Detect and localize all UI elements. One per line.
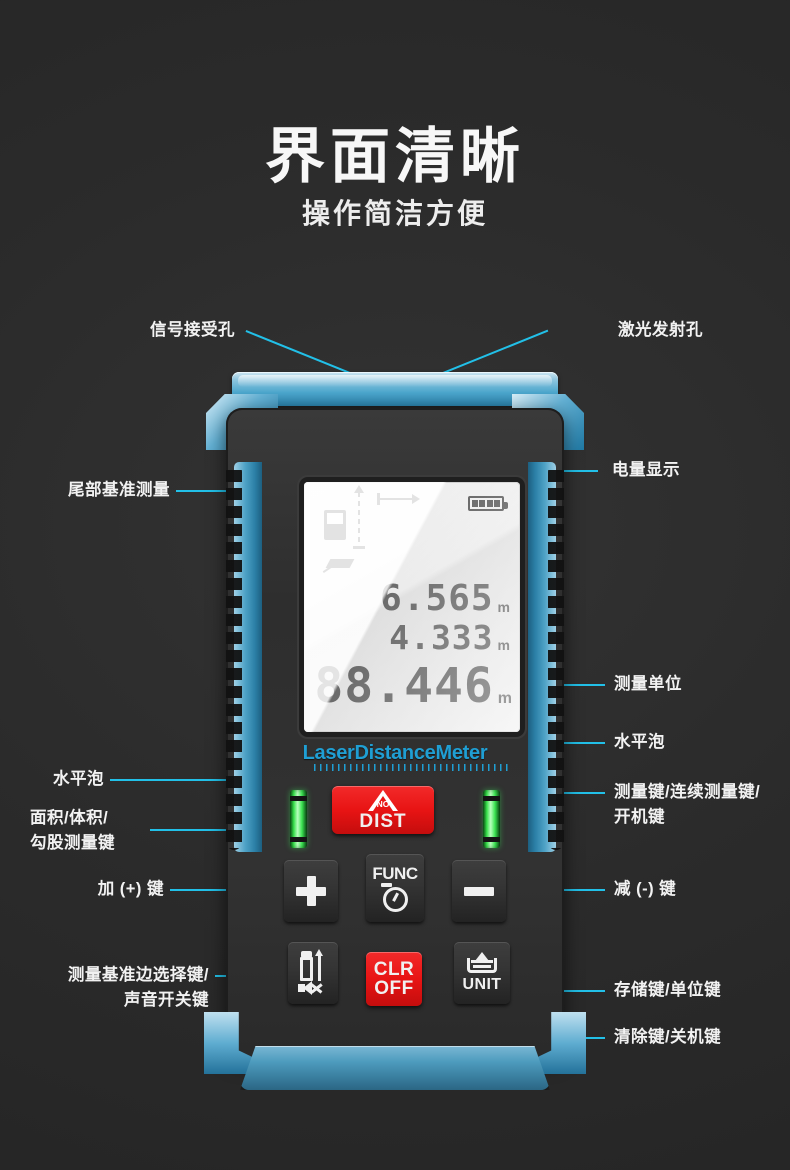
callout-reference-edge-sound-key: 测量基准边选择键/ 声音开关键 xyxy=(67,966,209,1009)
lcd-value-main: 88.446 xyxy=(314,658,494,714)
callout-minus-key: 减 (-) 键 xyxy=(614,880,677,898)
level-vial-left xyxy=(290,790,307,848)
leader-line-level-left xyxy=(110,779,262,781)
lcd-screen: 6.565 m 4.333 m 88.446 m xyxy=(304,482,520,732)
brand-label: LaserDistanceMeter xyxy=(302,742,488,764)
lcd-unit: m xyxy=(497,599,510,615)
battery-icon xyxy=(468,496,508,511)
unit-button-label: UNIT xyxy=(462,975,502,993)
func-button-label: FUNC xyxy=(372,864,418,883)
stopwatch-icon xyxy=(380,883,408,912)
callout-battery-display: 电量显示 xyxy=(612,461,680,479)
callout-memory-unit-key: 存储键/单位键 xyxy=(614,981,722,999)
minus-button[interactable] xyxy=(452,860,506,922)
lcd-reading-secondary-1: 6.565 m xyxy=(380,578,510,619)
callout-tail-reference-measurement: 尾部基准测量 xyxy=(68,481,170,499)
dist-warning-text: NO xyxy=(376,798,390,809)
lcd-unit-main: m xyxy=(497,690,512,707)
distance-arrow-icon xyxy=(377,493,420,505)
plus-button[interactable] xyxy=(284,860,338,922)
lcd-value: 4.333 xyxy=(389,618,494,657)
callout-plus-key: 加 (+) 键 xyxy=(97,880,164,898)
callout-level-bubble-left: 水平泡 xyxy=(53,770,104,788)
dist-measure-button[interactable]: NO DIST xyxy=(332,786,434,834)
callout-laser-emission-hole: 激光发射孔 xyxy=(618,321,703,339)
warning-triangle-icon: NO xyxy=(368,789,398,811)
lcd-reading-main: 88.446 m xyxy=(314,658,512,714)
func-button[interactable]: FUNC xyxy=(366,854,424,922)
callout-clear-power-off-key: 清除键/关机键 xyxy=(614,1028,722,1046)
mute-speaker-icon xyxy=(298,981,323,995)
callout-measure-key: 测量键/连续测量键/ 开机键 xyxy=(614,783,761,826)
dist-button-label: DIST xyxy=(359,810,407,832)
device-grip-right xyxy=(548,464,564,850)
clear-label-line1: CLR xyxy=(373,959,415,980)
page-subtitle: 操作简洁方便 xyxy=(301,198,488,229)
memory-stack-icon xyxy=(467,951,497,975)
laser-distance-meter-device: 6.565 m 4.333 m 88.446 m LaserDistanceMe… xyxy=(196,372,594,1090)
device-body: 6.565 m 4.333 m 88.446 m LaserDistanceMe… xyxy=(226,408,564,1058)
callout-measurement-unit: 测量单位 xyxy=(614,675,682,693)
clear-label-line2: OFF xyxy=(374,978,414,999)
page-title: 界面清晰 xyxy=(265,123,525,190)
brand-underline-decoration xyxy=(314,764,510,771)
plus-icon xyxy=(296,876,326,906)
device-top-cap xyxy=(232,372,558,406)
lcd-value: 6.565 xyxy=(380,578,494,619)
vertical-arrow-icon xyxy=(353,485,365,549)
clear-power-off-button[interactable]: CLR OFF xyxy=(366,952,422,1006)
reference-sound-button[interactable] xyxy=(288,942,338,1004)
callout-signal-receiving-hole: 信号接受孔 xyxy=(150,321,235,339)
callout-level-bubble-right: 水平泡 xyxy=(614,733,665,751)
callout-area-volume-key: 面积/体积/ 勾股测量键 xyxy=(30,809,115,852)
memory-unit-button[interactable]: UNIT xyxy=(454,942,510,1004)
lcd-unit: m xyxy=(497,637,510,653)
device-grip-left xyxy=(226,464,242,850)
area-mode-icon xyxy=(322,556,355,570)
device-bottom-cap xyxy=(240,1046,550,1090)
reference-edge-icon xyxy=(296,949,330,995)
minus-icon xyxy=(464,886,494,896)
level-vial-right xyxy=(483,790,500,848)
reference-point-icon xyxy=(324,510,346,540)
lcd-reading-secondary-2: 4.333 m xyxy=(389,618,510,657)
